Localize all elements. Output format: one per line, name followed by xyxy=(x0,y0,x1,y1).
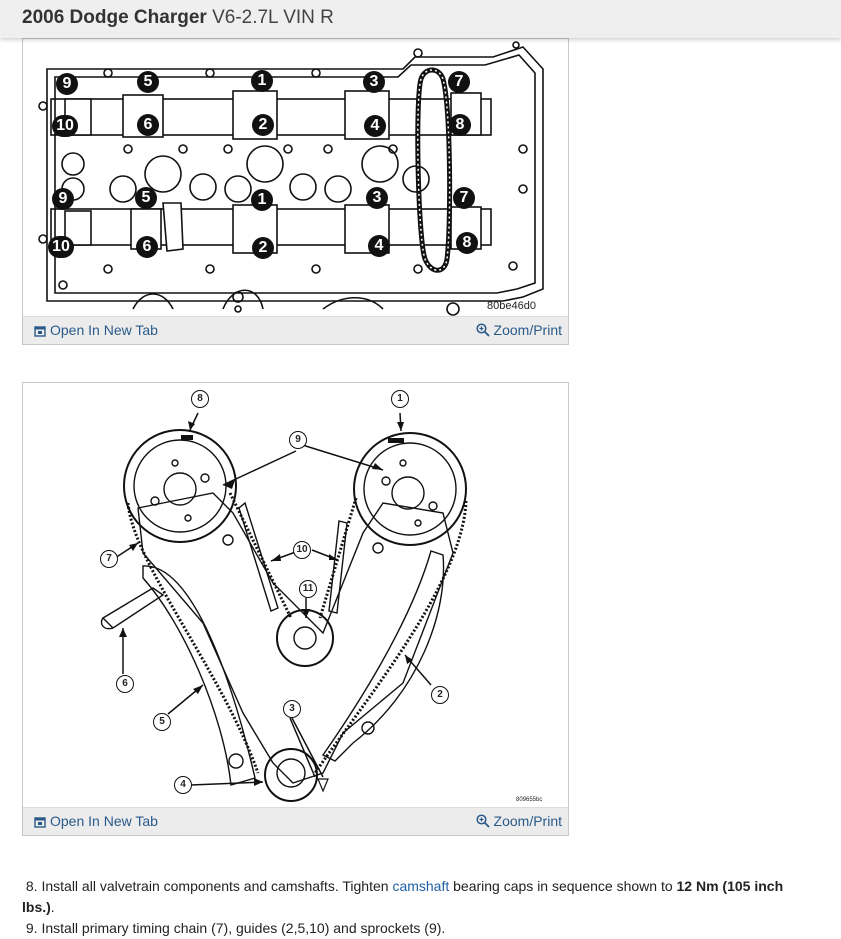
callout-8: 8 xyxy=(191,390,209,408)
callout-9: 9 xyxy=(289,431,307,449)
step-text: Install primary timing chain (7), guides… xyxy=(41,920,446,936)
cap-number-badge: 8 xyxy=(456,232,478,254)
timing-chain-figure: 8 1 9 7 10 11 6 2 5 3 4 809655bc Open In… xyxy=(22,382,569,836)
cap-number-badge: 4 xyxy=(364,115,386,137)
cap-number-badge: 7 xyxy=(453,187,475,209)
figure-toolbar: Open In New Tab Zoom/Print xyxy=(23,807,568,835)
open-in-new-tab-label: Open In New Tab xyxy=(50,322,158,338)
page-header: 2006 Dodge Charger V6-2.7L VIN R xyxy=(0,0,841,38)
procedure-steps: 8. Install all valvetrain components and… xyxy=(22,876,802,939)
cap-number-badge: 9 xyxy=(52,188,74,210)
callout-1: 1 xyxy=(391,390,409,408)
cap-number-badge: 4 xyxy=(368,235,390,257)
engine-spec: V6-2.7L VIN R xyxy=(212,7,334,28)
bearing-cap-callouts: 9 5 1 3 7 10 6 2 4 8 9 5 1 3 7 10 6 2 4 … xyxy=(23,39,568,317)
callout-7: 7 xyxy=(100,550,118,568)
timing-chain-diagram: 8 1 9 7 10 11 6 2 5 3 4 809655bc xyxy=(23,383,568,808)
zoom-print-label: Zoom/Print xyxy=(493,322,562,338)
open-in-new-tab-label: Open In New Tab xyxy=(50,813,158,829)
figure-code: 80be46d0 xyxy=(487,300,536,312)
vehicle-name: 2006 Dodge Charger xyxy=(22,7,207,28)
open-in-new-tab-link[interactable]: Open In New Tab xyxy=(34,322,158,338)
magnifier-icon xyxy=(475,323,490,337)
step-end: . xyxy=(50,899,55,915)
bearing-cap-figure: 9 5 1 3 7 10 6 2 4 8 9 5 1 3 7 10 6 2 4 … xyxy=(22,38,569,345)
callout-5: 5 xyxy=(153,713,171,731)
magnifier-icon xyxy=(475,814,490,828)
cap-number-badge: 7 xyxy=(448,71,470,93)
step-number: 8. xyxy=(25,878,38,894)
step-9: 9. Install primary timing chain (7), gui… xyxy=(22,918,802,939)
cap-number-badge: 1 xyxy=(251,189,273,211)
callout-2: 2 xyxy=(431,686,449,704)
zoom-print-link[interactable]: Zoom/Print xyxy=(475,813,562,829)
callout-4: 4 xyxy=(174,776,192,794)
cap-number-badge: 1 xyxy=(251,70,273,92)
new-tab-icon xyxy=(34,326,46,337)
cap-number-badge: 6 xyxy=(137,114,159,136)
page-title: 2006 Dodge Charger V6-2.7L VIN R xyxy=(22,7,334,29)
callout-6: 6 xyxy=(116,675,134,693)
callout-10: 10 xyxy=(293,541,311,559)
callout-3: 3 xyxy=(283,700,301,718)
timing-chain-callouts: 8 1 9 7 10 11 6 2 5 3 4 809655bc xyxy=(23,383,568,808)
cap-number-badge: 3 xyxy=(366,187,388,209)
timing-chain-drawing xyxy=(100,412,468,802)
cap-number-badge: 6 xyxy=(136,236,158,258)
step-text: Install all valvetrain components and ca… xyxy=(41,878,389,894)
zoom-print-link[interactable]: Zoom/Print xyxy=(475,322,562,338)
cap-number-badge: 5 xyxy=(137,71,159,93)
cap-number-badge: 2 xyxy=(252,114,274,136)
open-in-new-tab-link[interactable]: Open In New Tab xyxy=(34,813,158,829)
bearing-cap-diagram: 9 5 1 3 7 10 6 2 4 8 9 5 1 3 7 10 6 2 4 … xyxy=(23,39,568,317)
figure-code: 809655bc xyxy=(516,797,543,803)
cap-number-badge: 8 xyxy=(449,114,471,136)
figure-toolbar: Open In New Tab Zoom/Print xyxy=(23,316,568,344)
torque-spec: 12 Nm (105 inch lbs.) xyxy=(22,878,784,915)
cap-number-badge: 10 xyxy=(48,236,74,258)
step-text: bearing caps in sequence shown to xyxy=(453,878,673,894)
cap-number-badge: 3 xyxy=(363,71,385,93)
cap-number-badge: 10 xyxy=(52,115,78,137)
new-tab-icon xyxy=(34,817,46,828)
cap-number-badge: 2 xyxy=(252,237,274,259)
step-number: 9. xyxy=(25,920,38,936)
cap-number-badge: 9 xyxy=(56,73,78,95)
step-8: 8. Install all valvetrain components and… xyxy=(22,876,802,918)
zoom-print-label: Zoom/Print xyxy=(493,813,562,829)
camshaft-link[interactable]: camshaft xyxy=(392,878,450,894)
callout-11: 11 xyxy=(299,580,317,598)
cap-number-badge: 5 xyxy=(135,187,157,209)
